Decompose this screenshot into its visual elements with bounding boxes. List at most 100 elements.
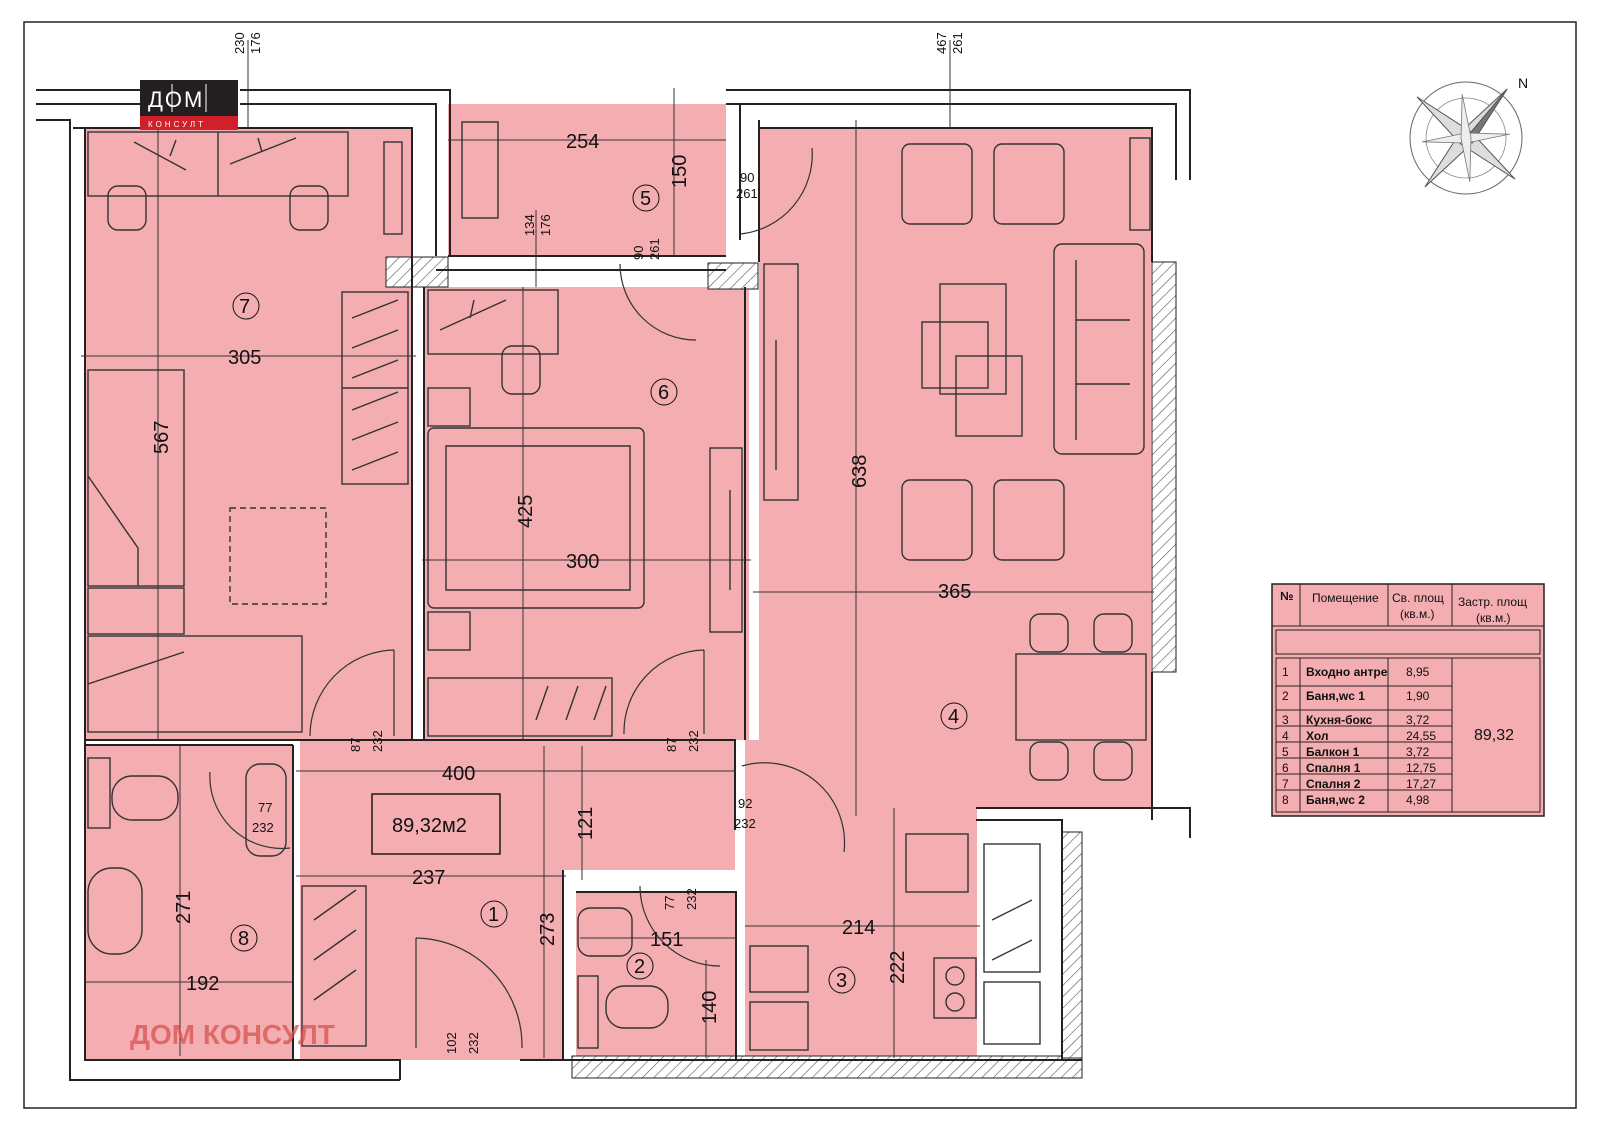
sink-bath-8: [87, 867, 143, 955]
washer-bath-2: [577, 975, 599, 1049]
door-swings: [209, 147, 846, 1049]
dim-92: 92: [738, 796, 752, 811]
table-header-no: №: [1280, 589, 1293, 603]
table-header-gross-1: Застр. площ: [1458, 595, 1527, 609]
rug-room-7: [229, 507, 327, 605]
balcony-table: [461, 121, 499, 219]
dim-261a: 261: [950, 32, 965, 54]
compass-north-label: N: [1518, 75, 1528, 91]
chair-room-6: [501, 345, 541, 395]
brand-logo: ДОМ КОНСУЛТ: [140, 80, 238, 130]
table-cell-name: Входно антре: [1306, 665, 1388, 679]
wardrobe-room-4: [763, 263, 799, 501]
dim-102: 102: [444, 1032, 459, 1054]
toilet-bath-2: [605, 985, 669, 1029]
microwave: [905, 833, 969, 893]
dim-176a: 176: [248, 32, 263, 54]
dim-232b: 232: [686, 730, 701, 752]
sink-kitchen: [749, 945, 809, 993]
dim-87b: 87: [664, 738, 679, 752]
table-cell-name: Баня,wc 1: [1306, 689, 1365, 703]
dim-567: 567: [151, 421, 173, 454]
fridge: [983, 843, 1041, 973]
dim-271: 271: [173, 891, 195, 924]
dim-140: 140: [699, 991, 721, 1024]
dim-151: 151: [650, 929, 683, 951]
table-cell-name: Балкон 1: [1306, 745, 1360, 759]
table-cell-name: Баня,wc 2: [1306, 793, 1365, 807]
hob: [933, 957, 977, 1019]
room-number-1: 1: [480, 900, 508, 928]
logo-text: ДОМ: [148, 87, 204, 112]
coffee-table-c: [955, 355, 1023, 437]
room-8-fill: [85, 745, 293, 1060]
dimension-lines: [81, 40, 1154, 1058]
table-cell-area: 3,72: [1406, 745, 1430, 759]
dim-254: 254: [566, 131, 599, 153]
dim-77a: 77: [258, 800, 272, 815]
hatch-wall-5: [1061, 831, 1083, 1059]
table-cell-area: 4,98: [1406, 793, 1430, 807]
dim-121: 121: [575, 807, 597, 840]
room-7-fill: [85, 128, 412, 740]
armchair-2: [993, 143, 1065, 225]
table-header-net-2: (кв.м.): [1400, 607, 1435, 621]
dim-261b: 261: [736, 186, 758, 201]
watermark: ДОМ КОНСУЛТ: [130, 1019, 335, 1050]
shower-bath-8: [245, 763, 287, 857]
svg-text:3: 3: [836, 970, 847, 992]
dim-232e: 232: [684, 888, 699, 910]
dim-638: 638: [849, 455, 871, 488]
hatch-wall-4: [571, 1055, 1083, 1079]
table-cell-no: 8: [1282, 793, 1289, 807]
table-cell-no: 7: [1282, 777, 1289, 791]
room-4-fill: [759, 128, 1151, 808]
room-number-7: 7: [232, 292, 260, 320]
dining-chair-4: [1093, 741, 1133, 781]
oven: [983, 981, 1041, 1045]
table-cell-area: 3,72: [1406, 713, 1430, 727]
room-1-fill: [300, 740, 735, 870]
dim-261c: 261: [647, 238, 662, 260]
dim-400: 400: [442, 763, 475, 785]
room-number-4: 4: [940, 702, 968, 730]
table-cell-no: 3: [1282, 713, 1289, 727]
dim-237: 237: [412, 867, 445, 889]
washer-bath-8: [87, 757, 111, 829]
table-cell-area: 8,95: [1406, 665, 1430, 679]
dining-table: [1015, 653, 1147, 741]
radiator-room-7: [383, 141, 403, 235]
table-total: 89,32: [1474, 727, 1514, 744]
sofa-room-4: [1053, 243, 1145, 455]
table-cell-no: 2: [1282, 689, 1289, 703]
dim-192: 192: [186, 973, 219, 995]
dim-232c: 232: [734, 816, 756, 831]
nightstand-room-6-a: [427, 387, 471, 427]
dim-305: 305: [228, 347, 261, 369]
table-cell-name: Спалня 1: [1306, 761, 1361, 775]
coffee-table-b: [921, 321, 989, 389]
armchair-4: [993, 479, 1065, 561]
dim-77b: 77: [662, 896, 677, 910]
dim-232a: 232: [370, 730, 385, 752]
logo-subtext: КОНСУЛТ: [148, 120, 206, 129]
table-header-net-1: Св. площ: [1392, 591, 1444, 605]
table-header-gross-2: (кв.м.): [1476, 611, 1511, 625]
room-number-8: 8: [230, 924, 258, 952]
svg-text:7: 7: [239, 296, 250, 318]
svg-text:2: 2: [634, 956, 645, 978]
dim-273: 273: [537, 913, 559, 946]
room-6-fill: [424, 287, 749, 740]
table-cell-no: 4: [1282, 729, 1289, 743]
table-border: [1271, 583, 1545, 817]
dim-222: 222: [887, 951, 909, 984]
dim-300: 300: [566, 551, 599, 573]
hatch-wall-3: [1151, 261, 1177, 673]
dim-425: 425: [515, 495, 537, 528]
dim-230: 230: [232, 32, 247, 54]
dim-150: 150: [669, 155, 691, 188]
dining-chair-1: [1029, 613, 1069, 653]
table-cell-name: Кухня-бокс: [1306, 713, 1373, 727]
dim-87a: 87: [348, 738, 363, 752]
dim-232f: 232: [466, 1032, 481, 1054]
